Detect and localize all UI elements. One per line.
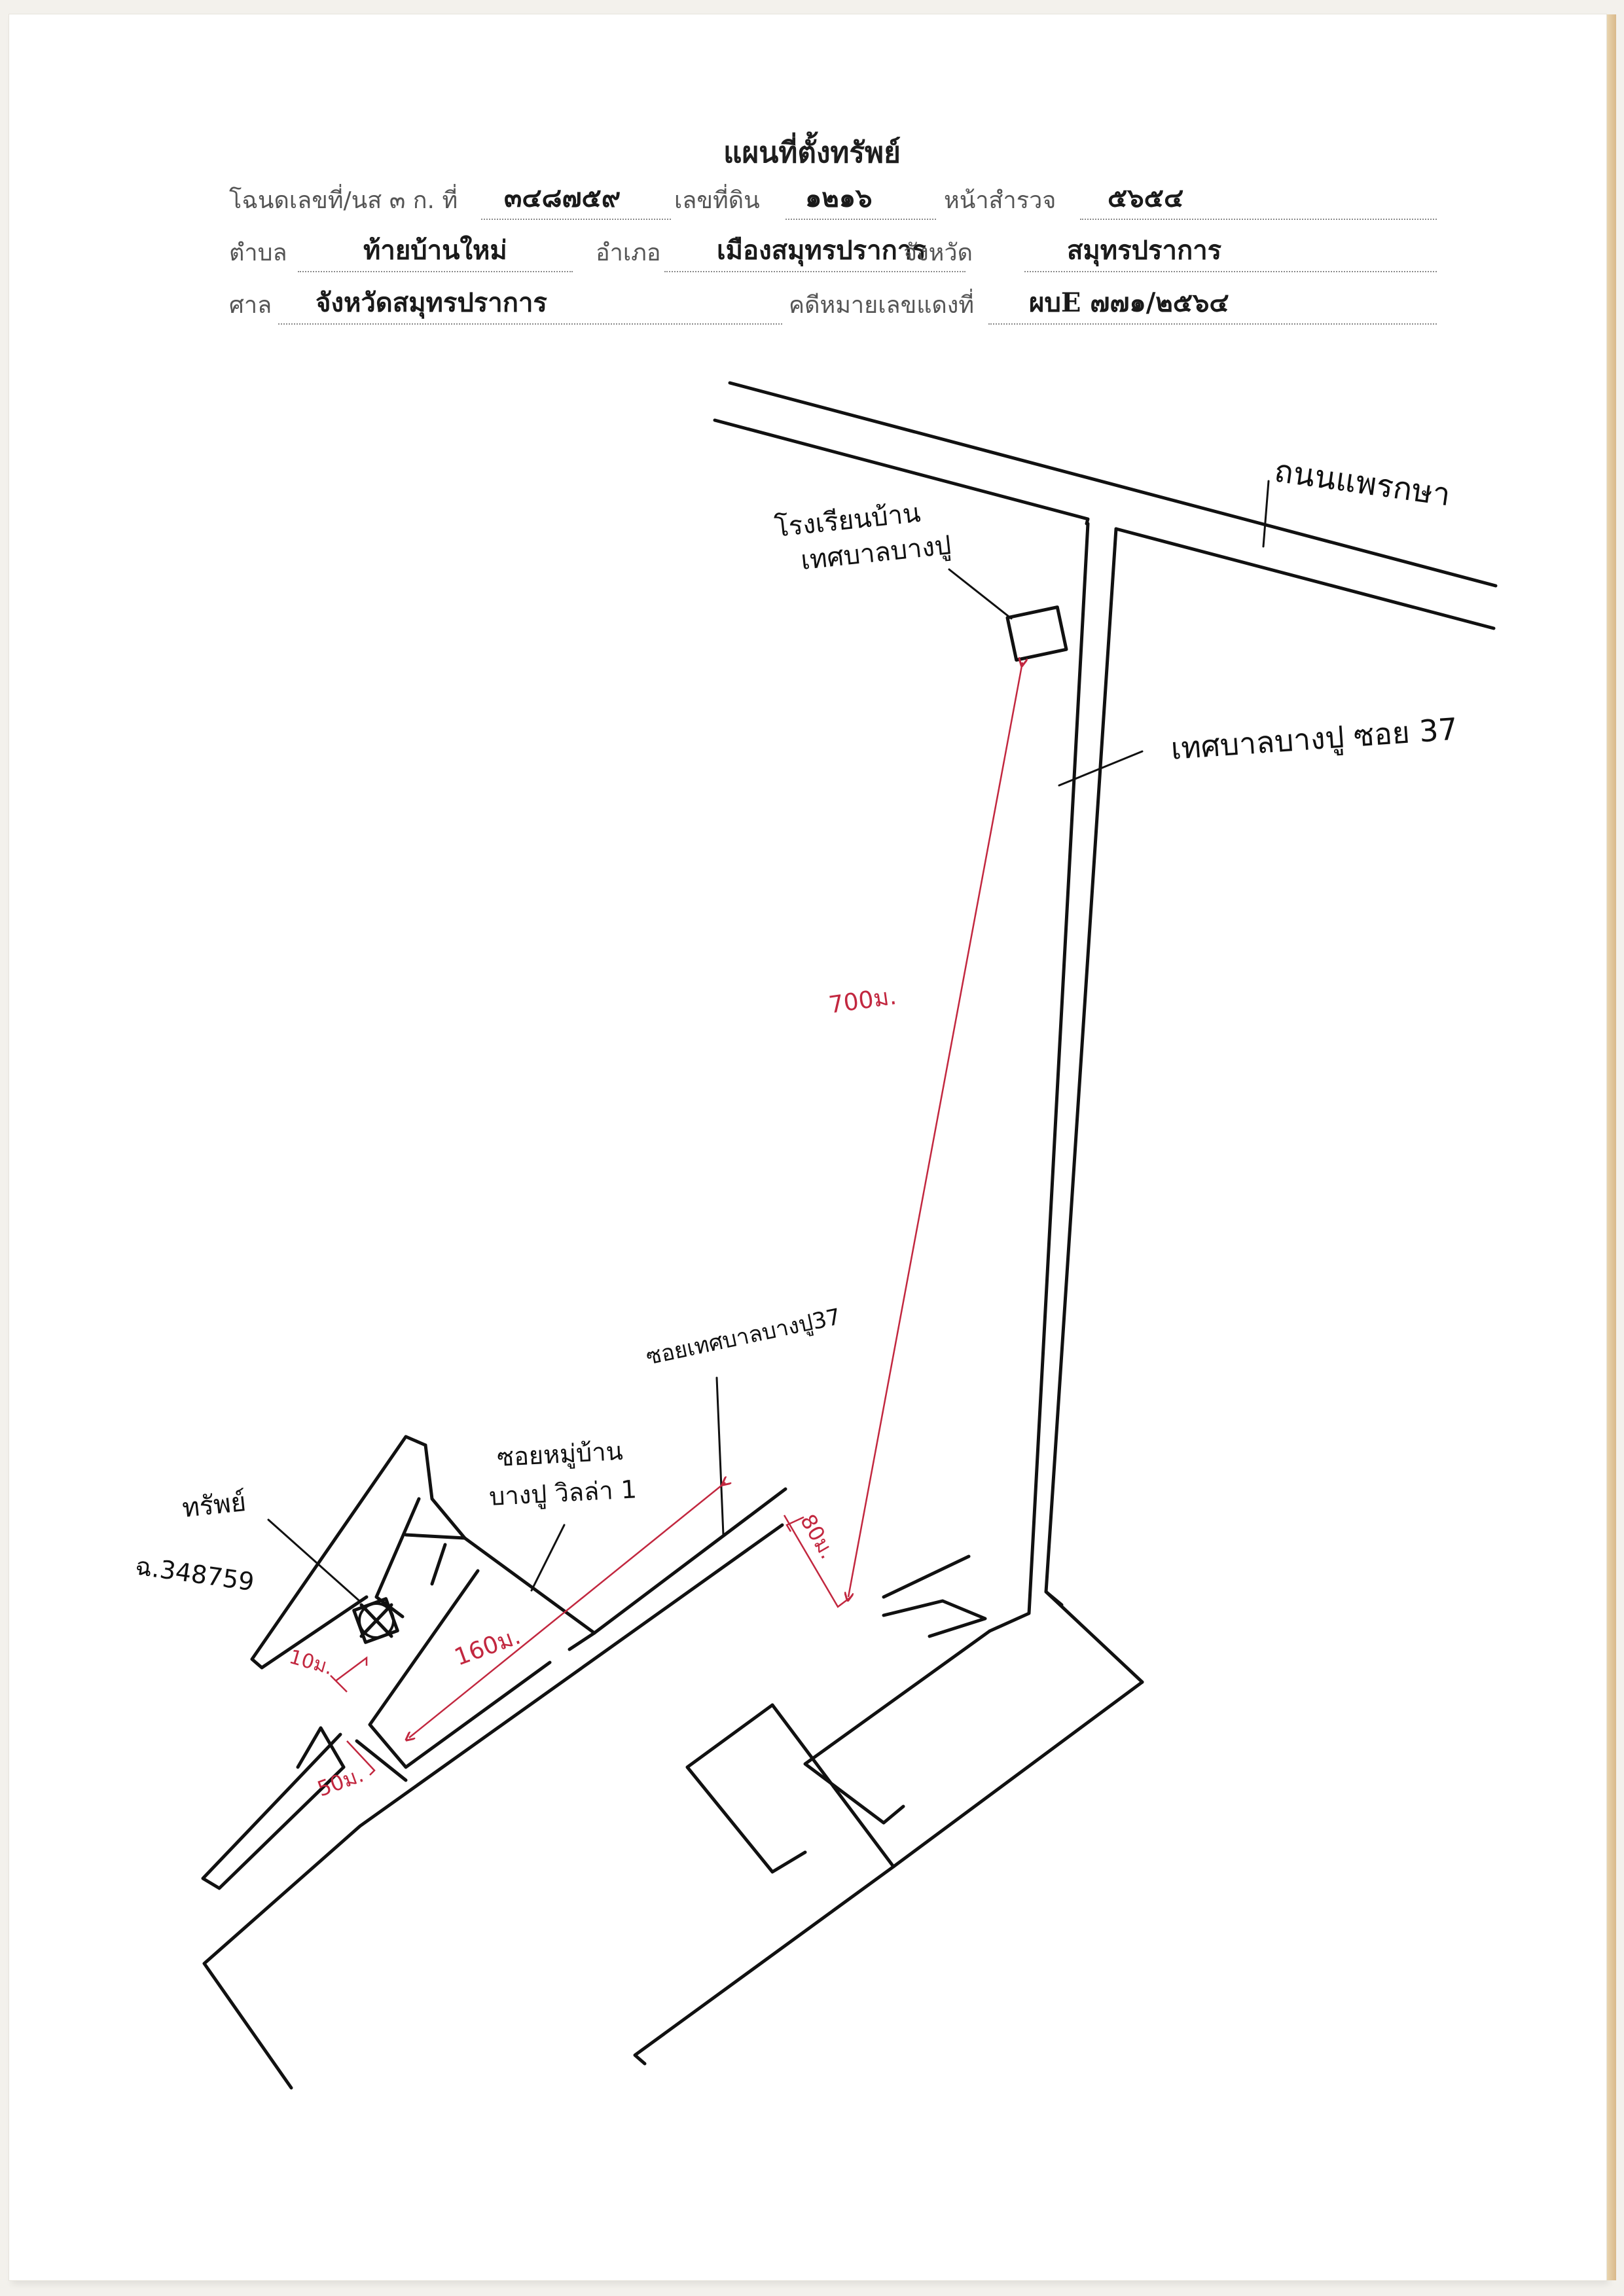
main-road-edge-top: [728, 381, 1498, 588]
distance-80-top-tick: [785, 1516, 804, 1532]
main-road-label: ถนนแพรกษา: [1272, 452, 1453, 513]
province-label: จังหวัด: [903, 240, 973, 266]
main-road-edge-bottom-left: [713, 418, 1090, 526]
district-value: เมืองสมุทรปราการ: [717, 235, 926, 266]
school-leader-line: [948, 568, 1013, 620]
subdistrict-value: ท้ายบ้านใหม่: [363, 235, 507, 266]
left-wedge-right: [424, 1443, 467, 1540]
village-soi-leader-line: [530, 1524, 566, 1592]
distance-700-line: [848, 662, 1022, 1597]
left-wedge-outer: [250, 1435, 427, 1670]
distance-10-tick: [330, 1675, 348, 1693]
soi37-edge-right: [1044, 527, 1144, 1684]
property-leader-line: [267, 1518, 360, 1602]
subdistrict-label: ตำบล: [229, 240, 287, 266]
document-title: แผนที่ตั้งทรัพย์: [723, 136, 901, 170]
branch-road-block-a: [803, 1629, 992, 1825]
land-no-label: เลขที่ดิน: [674, 187, 760, 214]
distance-10-bracket: [335, 1656, 368, 1682]
case-rule: [988, 323, 1437, 325]
court-value: จังหวัดสมุทรปราการ: [316, 287, 547, 318]
header-row-location: ตำบล ท้ายบ้านใหม่ อำเภอ เมืองสมุทรปราการ…: [229, 229, 1437, 275]
soi37-junction-tick: [1044, 1590, 1064, 1607]
case-value: ผบE ๗๗๑/๒๕๖๔: [1029, 287, 1229, 318]
block-d-top-edge: [882, 1554, 971, 1599]
survey-page-rule: [1080, 219, 1437, 220]
branch-road-block-c: [685, 1703, 807, 1874]
soi37-edge-left: [988, 522, 1090, 1633]
distance-80-label: 80ม.: [795, 1510, 840, 1563]
village-soi-edge-top: [404, 1487, 787, 1635]
deed-label: โฉนดเลขที่/นส ๓ ก. ที่: [229, 187, 458, 214]
municipal-soi-leader-line: [715, 1376, 725, 1536]
deed-rule: [481, 219, 671, 220]
province-rule: [1024, 271, 1437, 272]
deed-value: ๓๔๘๗๕๙: [504, 183, 621, 213]
soi37-label: เทศบาลบางปู ซอย 37: [1170, 711, 1459, 767]
case-label: คดีหมายเลขแดงที่: [789, 292, 975, 319]
village-soi-label-line2: บางปู วิลล่า 1: [488, 1475, 638, 1512]
distance-700-label: 700ม.: [827, 983, 899, 1019]
property-label-line1: ทรัพย์: [181, 1487, 247, 1524]
branch-road-lower-edge: [633, 1865, 895, 2066]
distance-80-bracket: [783, 1515, 852, 1608]
distance-10-label: 10ม.: [287, 1645, 336, 1679]
block-d-left-edge: [882, 1599, 987, 1638]
land-no-rule: [785, 219, 936, 220]
lot-lower-left-edge: [296, 1726, 346, 1769]
distance-50-bracket: [346, 1740, 376, 1776]
header-row-court: ศาล จังหวัดสมุทรปราการ คดีหมายเลขแดงที่ …: [229, 281, 1437, 327]
survey-page-value: ๕๖๕๔: [1108, 183, 1184, 213]
distance-160-line: [409, 1482, 725, 1738]
property-marker-x2: [359, 1603, 393, 1638]
district-rule: [664, 271, 965, 272]
survey-page-label: หน้าสำรวจ: [944, 187, 1056, 214]
main-road-leader-line: [1262, 480, 1270, 548]
municipal-soi-label: ซอยเทศบาลบางปู37: [644, 1304, 843, 1371]
branch-road-block-b: [770, 1680, 1144, 1869]
distance-160-label: 160ม.: [451, 1623, 524, 1671]
court-rule: [278, 323, 782, 325]
inner-lot-right: [430, 1543, 447, 1586]
district-label: อำเภอ: [596, 240, 661, 266]
property-label-line2: ฉ.348759: [134, 1551, 256, 1596]
lot-lower-left: [201, 1732, 346, 1890]
main-road-edge-bottom-right: [1114, 527, 1496, 630]
paper-edge: [1607, 14, 1616, 2280]
province-value: สมุทรปราการ: [1067, 235, 1222, 266]
header-row-deed: โฉนดเลขที่/นส ๓ ก. ที่ ๓๔๘๗๕๙ เลขที่ดิน …: [229, 177, 1437, 223]
village-soi-label-line1: ซอยหมู่บ้าน: [496, 1437, 624, 1473]
subdistrict-rule: [298, 271, 573, 272]
distance-50-label: 50ม.: [314, 1762, 367, 1801]
lot-lower-left-cap: [355, 1739, 408, 1782]
court-label: ศาล: [229, 292, 272, 319]
soi37-leader-line: [1058, 750, 1144, 787]
land-no-value: ๑๒๑๖: [805, 183, 873, 213]
village-soi-junction: [568, 1631, 596, 1651]
school-marker: [1005, 605, 1068, 662]
property-marker-circle: [358, 1602, 395, 1639]
village-soi-edge-bottom: [202, 1523, 784, 2090]
